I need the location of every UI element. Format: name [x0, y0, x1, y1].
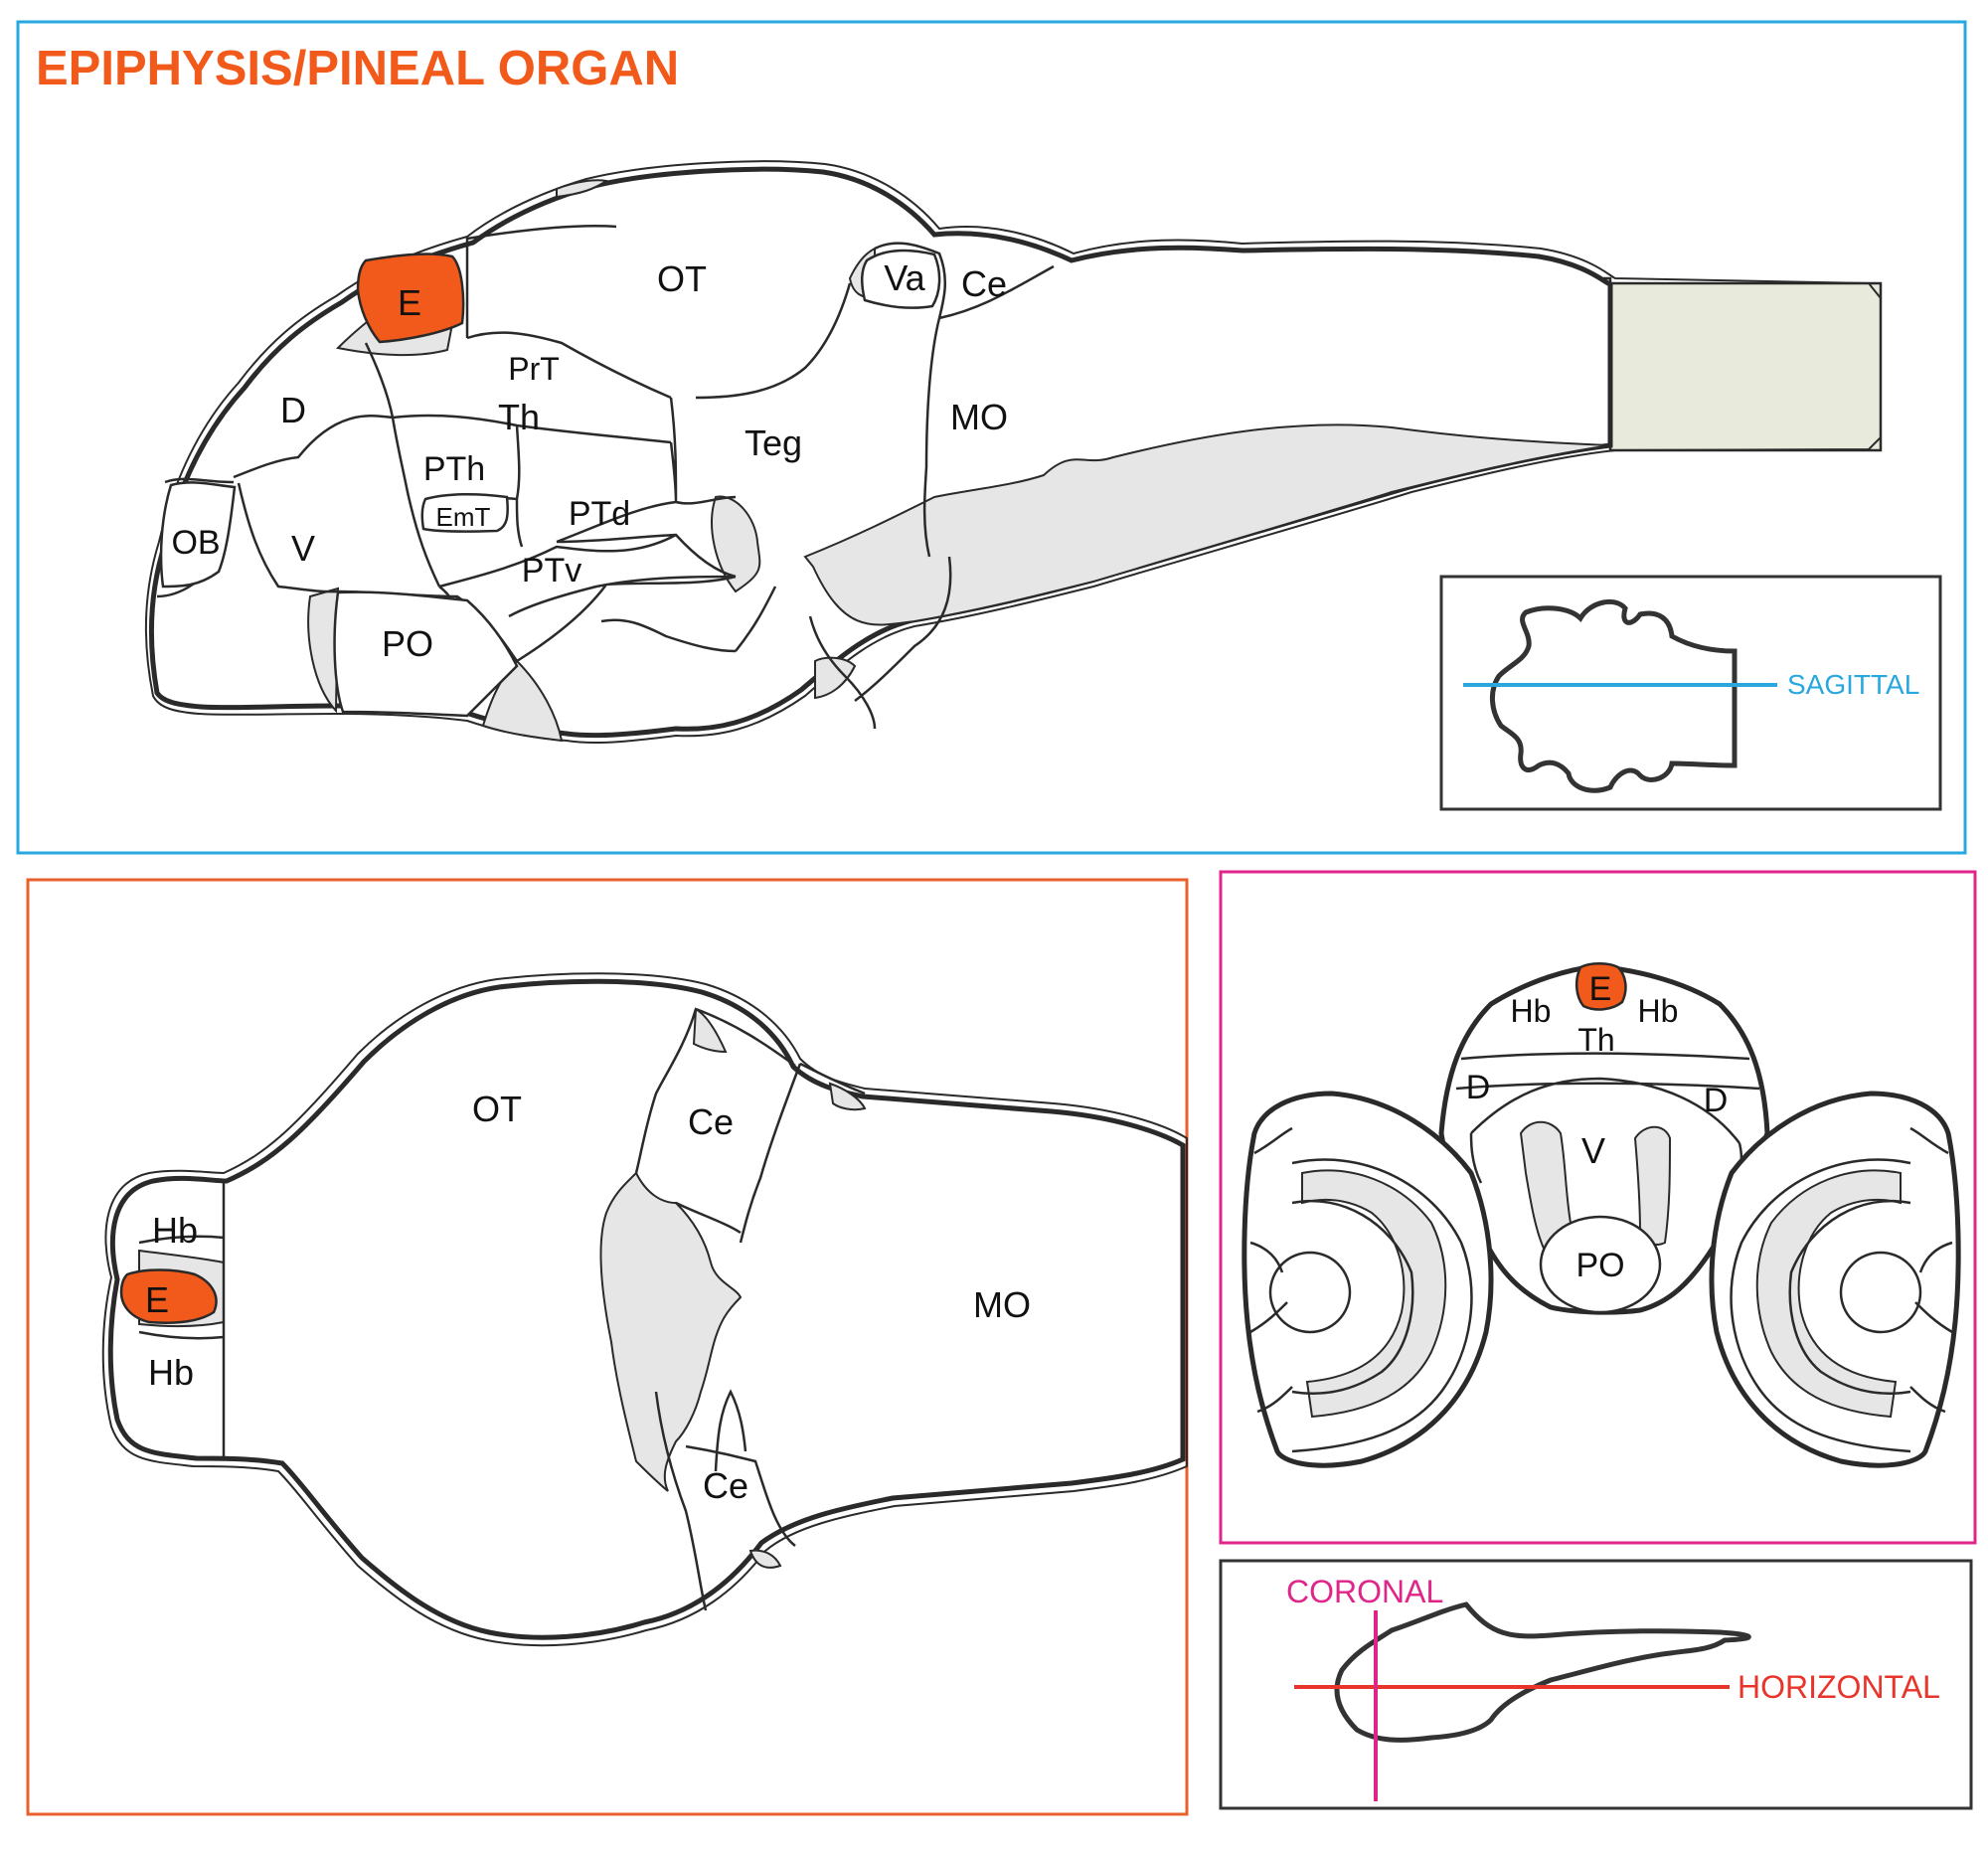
label-hor-ot: OT — [472, 1089, 522, 1129]
label-cor-hb-left: Hb — [1511, 993, 1552, 1029]
sagittal-ventricle-main — [803, 423, 1611, 626]
sagittal-po — [333, 590, 519, 718]
label-hor-hb-bottom: Hb — [148, 1352, 194, 1393]
label-sag-pth: PTh — [423, 450, 485, 488]
sagittal-ob — [159, 481, 237, 589]
label-hor-ce-top: Ce — [688, 1101, 734, 1142]
figure-title: EPIPHYSIS/PINEAL ORGAN — [36, 42, 679, 95]
label-sag-d: D — [280, 390, 306, 430]
sagittal-emt — [420, 492, 509, 533]
label-sag-po: PO — [382, 623, 433, 664]
horizontal-panel: Hb E Hb OT Ce MO Ce — [26, 878, 1189, 1816]
horizontal-brain-outline — [101, 972, 1188, 1647]
label-sag-ob: OB — [171, 524, 220, 562]
coronal-ventricle-right — [1633, 1125, 1672, 1246]
label-sag-ce: Ce — [961, 263, 1007, 304]
coronal-po — [1539, 1215, 1662, 1314]
label-hor-hb-top: Hb — [152, 1210, 198, 1251]
sagittal-ventricle-po — [307, 587, 340, 714]
sagittal-va — [861, 249, 941, 309]
label-hor-mo: MO — [973, 1284, 1031, 1325]
sagittal-epiphysis — [356, 253, 465, 344]
label-sag-emt: EmT — [436, 502, 491, 532]
sagittal-ventricle-mo — [814, 656, 857, 700]
label-cor-po: PO — [1575, 1247, 1624, 1284]
coronal-panel: E Hb Hb Th D D V PO — [1219, 870, 1977, 1545]
horizontal-plane-label: HORIZONTAL — [1738, 1669, 1940, 1705]
label-sag-prt: PrT — [508, 351, 560, 387]
label-sag-e: E — [398, 282, 421, 323]
label-sag-teg: Teg — [745, 422, 802, 463]
label-cor-th: Th — [1577, 1022, 1614, 1058]
horizontal-ventricle-small2 — [828, 1082, 867, 1111]
planes-inset-frame — [1219, 1559, 1973, 1810]
label-hor-e: E — [145, 1279, 169, 1320]
horizontal-region-lines — [138, 1007, 866, 1611]
sagittal-ventricle-top — [556, 179, 609, 199]
label-sag-ptd: PTd — [569, 495, 630, 533]
spinal-cord — [1608, 281, 1883, 452]
sagittal-plane-label: SAGITTAL — [1787, 669, 1919, 700]
horizontal-ventricle-small1 — [692, 1007, 728, 1054]
coronal-plane-label: CORONAL — [1286, 1574, 1443, 1609]
coronal-eye-right — [1709, 1091, 1961, 1468]
label-sag-ot: OT — [657, 258, 707, 299]
planes-inset-brain — [1334, 1601, 1751, 1743]
coronal-epiphysis — [1574, 962, 1627, 1011]
label-hor-ce-bottom: Ce — [703, 1465, 748, 1506]
label-cor-d-left: D — [1466, 1069, 1491, 1106]
label-cor-d-right: D — [1704, 1082, 1729, 1119]
label-sag-ptv: PTv — [522, 552, 581, 589]
label-cor-hb-right: Hb — [1638, 993, 1679, 1029]
sagittal-ventricle-teg — [711, 495, 761, 593]
label-sag-th: Th — [498, 397, 540, 437]
label-sag-va: Va — [884, 257, 925, 298]
label-sag-v: V — [291, 528, 315, 569]
horizontal-epiphysis — [119, 1268, 218, 1324]
sagittal-inset-brain — [1490, 598, 1738, 793]
horizontal-ventricle-small3 — [748, 1549, 782, 1569]
planes-inset: CORONAL HORIZONTAL — [1219, 1559, 1973, 1810]
label-cor-e: E — [1589, 970, 1612, 1008]
label-sag-mo: MO — [950, 397, 1008, 437]
label-cor-v: V — [1581, 1130, 1605, 1171]
coronal-dome-inner — [1455, 1052, 1760, 1204]
coronal-eye-left — [1242, 1091, 1494, 1468]
horizontal-ventricle-mid — [599, 1171, 743, 1492]
sagittal-panel: EPIPHYSIS/PINEAL ORGAN E OT Va Ce — [16, 20, 1967, 855]
